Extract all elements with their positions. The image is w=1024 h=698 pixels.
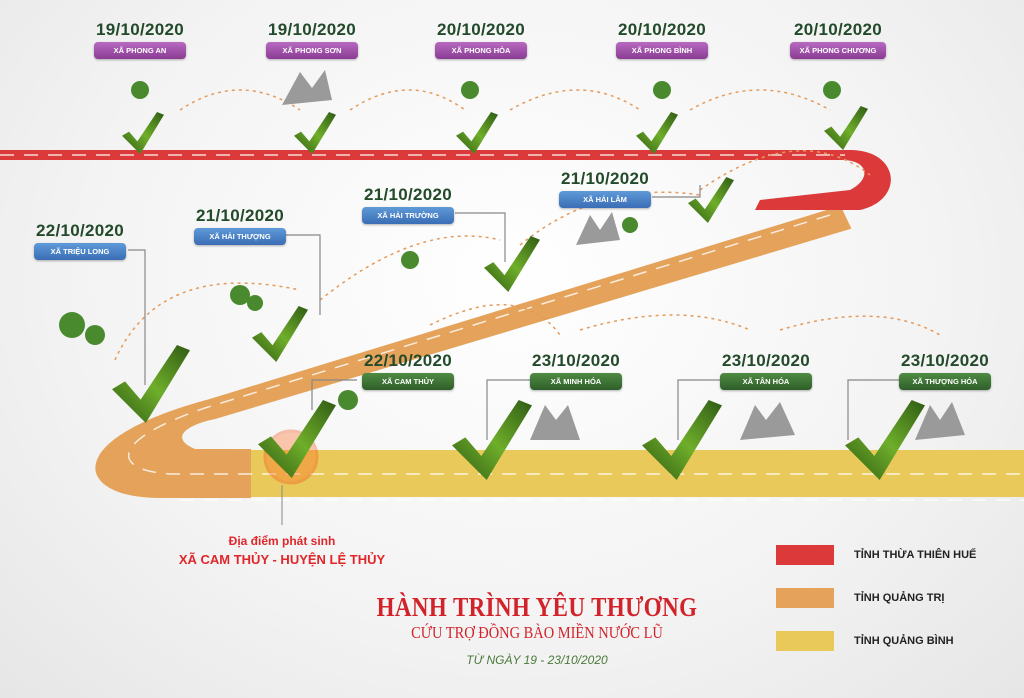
scenery: [282, 70, 965, 440]
main-title: HÀNH TRÌNH YÊU THƯƠNG: [376, 592, 698, 622]
legend-swatch: [776, 631, 834, 651]
stop-commune: XÃ PHONG AN: [94, 42, 186, 59]
stop-phong-an: 19/10/2020 XÃ PHONG AN: [75, 20, 205, 59]
stop-commune: XÃ TRIỆU LONG: [34, 243, 126, 260]
stop-minh-hoa: 23/10/2020 XÃ MINH HÓA: [511, 351, 641, 390]
stop-date: 20/10/2020: [617, 20, 707, 39]
stop-commune: XÃ MINH HÓA: [530, 373, 622, 390]
title-block: HÀNH TRÌNH YÊU THƯƠNG CỨU TRỢ ĐỒNG BÀO M…: [348, 592, 725, 667]
origin-location: XÃ CAM THỦY - HUYỆN LỆ THỦY: [178, 552, 386, 567]
stop-commune: XÃ CAM THỦY: [362, 373, 454, 390]
stop-date: 21/10/2020: [363, 185, 453, 204]
stop-date: 23/10/2020: [531, 351, 621, 370]
stop-date: 21/10/2020: [195, 206, 285, 225]
stop-date: 20/10/2020: [793, 20, 883, 39]
stop-hai-truong: 21/10/2020 XÃ HẢI TRƯỜNG: [343, 185, 473, 224]
stop-hai-lam: 21/10/2020 XÃ HẢI LÂM: [540, 169, 670, 208]
legend: TỈNH THỪA THIÊN HUẾ TỈNH QUẢNG TRỊ TỈNH …: [776, 545, 976, 674]
stop-cam-thuy: 22/10/2020 XÃ CAM THỦY: [343, 351, 473, 390]
stop-commune: XÃ TÂN HÓA: [720, 373, 812, 390]
stop-trieu-long: 22/10/2020 XÃ TRIỆU LONG: [15, 221, 145, 260]
stop-commune: XÃ PHONG HÒA: [435, 42, 527, 59]
legend-item-quang-binh: TỈNH QUẢNG BÌNH: [776, 631, 976, 651]
stop-date: 19/10/2020: [267, 20, 357, 39]
stop-commune: XÃ HẢI TRƯỜNG: [362, 207, 454, 224]
stop-date: 20/10/2020: [436, 20, 526, 39]
legend-item-quang-tri: TỈNH QUẢNG TRỊ: [776, 588, 976, 608]
subtitle: CỨU TRỢ ĐỒNG BÀO MIỀN NƯỚC LŨ: [411, 623, 663, 642]
origin-label: Địa điểm phát sinh XÃ CAM THỦY - HUYỆN L…: [179, 534, 385, 567]
stop-date: 23/10/2020: [900, 351, 990, 370]
stop-commune: XÃ PHONG BÌNH: [616, 42, 708, 59]
stop-date: 19/10/2020: [95, 20, 185, 39]
stop-commune: XÃ HẢI LÂM: [559, 191, 651, 208]
legend-swatch: [776, 545, 834, 565]
stop-phong-binh: 20/10/2020 XÃ PHONG BÌNH: [597, 20, 727, 59]
stop-thuong-hoa: 23/10/2020 XÃ THƯỢNG HÓA: [880, 351, 1010, 390]
stop-date: 22/10/2020: [363, 351, 453, 370]
stop-phong-chuong: 20/10/2020 XÃ PHONG CHƯƠNG: [773, 20, 903, 59]
stop-commune: XÃ HẢI THƯỢNG: [194, 228, 286, 245]
legend-label: TỈNH THỪA THIÊN HUẾ: [854, 549, 977, 561]
stop-tan-hoa: 23/10/2020 XÃ TÂN HÓA: [701, 351, 831, 390]
legend-label: TỈNH QUẢNG BÌNH: [854, 635, 954, 647]
stop-date: 22/10/2020: [35, 221, 125, 240]
stop-date: 21/10/2020: [560, 169, 650, 188]
stop-phong-son: 19/10/2020 XÃ PHONG SƠN: [247, 20, 377, 59]
stop-phong-hoa: 20/10/2020 XÃ PHONG HÒA: [416, 20, 546, 59]
stop-commune: XÃ PHONG SƠN: [266, 42, 358, 59]
road-quang-tri: [95, 205, 852, 498]
road-thua-thien-hue: [0, 150, 891, 210]
stop-commune: XÃ THƯỢNG HÓA: [899, 373, 991, 390]
stop-hai-thuong: 21/10/2020 XÃ HẢI THƯỢNG: [175, 206, 305, 245]
stop-date: 23/10/2020: [721, 351, 811, 370]
date-range: TỪ NGÀY 19 - 23/10/2020: [466, 653, 608, 667]
origin-caption: Địa điểm phát sinh: [228, 534, 336, 548]
legend-label: TỈNH QUẢNG TRỊ: [854, 592, 945, 604]
legend-item-thua-thien-hue: TỈNH THỪA THIÊN HUẾ: [776, 545, 976, 565]
stop-commune: XÃ PHONG CHƯƠNG: [789, 42, 887, 59]
legend-swatch: [776, 588, 834, 608]
